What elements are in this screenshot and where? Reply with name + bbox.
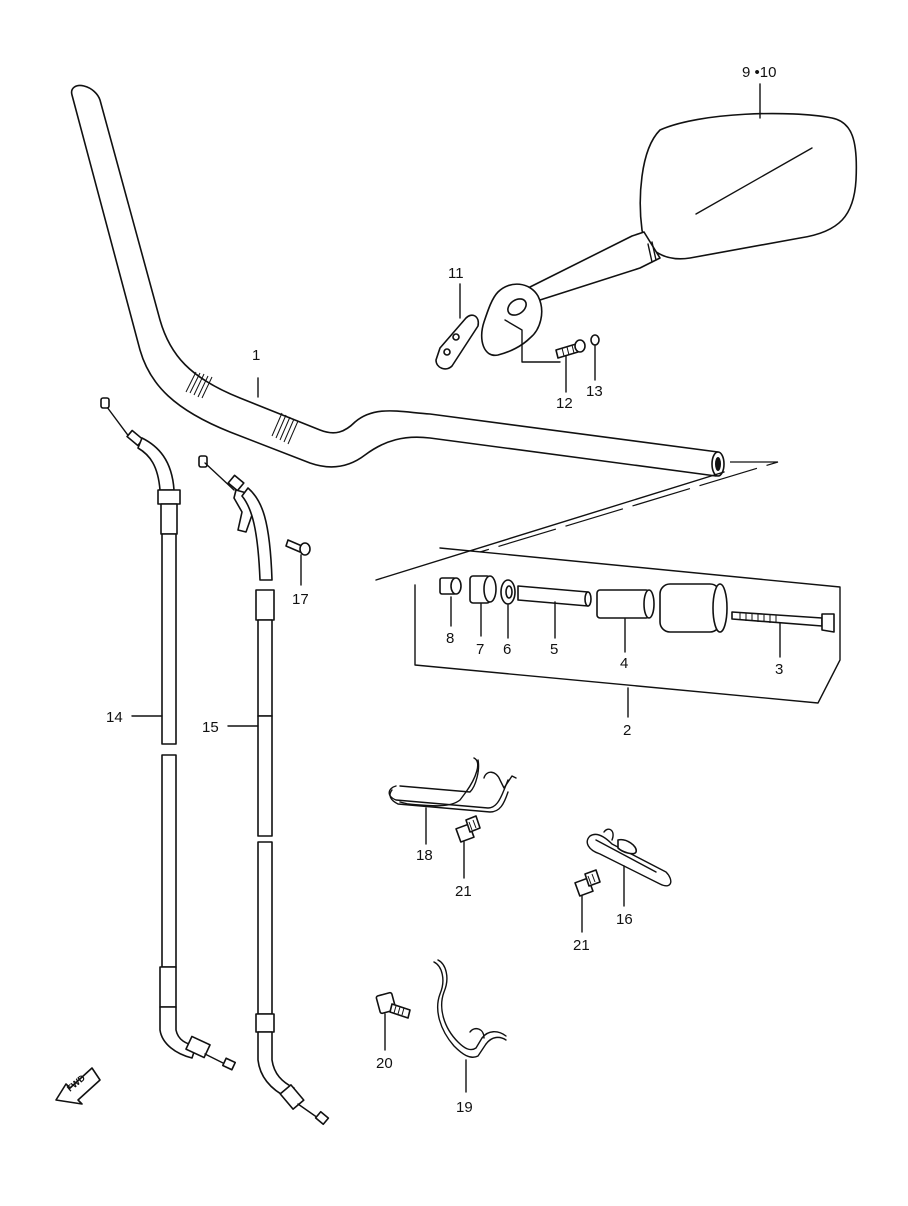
label-part-9-10: 9 •10 <box>742 64 776 81</box>
part-7-spacer <box>469 575 497 604</box>
handlebar-knurl-2 <box>271 412 299 445</box>
label-part-1: 1 <box>252 347 260 364</box>
part-20-bolt <box>375 991 411 1019</box>
part-11-bracket <box>435 314 480 370</box>
expansion-line-lower <box>375 471 725 581</box>
label-part-4: 4 <box>620 655 628 672</box>
label-part-8: 8 <box>446 630 454 647</box>
handlebar <box>70 84 725 477</box>
label-part-14: 14 <box>106 709 123 726</box>
part-12-screw <box>555 339 586 359</box>
forward-arrow-icon: FWD <box>55 1067 101 1105</box>
part-3-balancer <box>659 583 728 633</box>
label-part-15: 15 <box>202 719 219 736</box>
part-14-throttle-cable <box>100 397 237 1071</box>
part-13-washer <box>590 334 600 346</box>
label-part-11: 11 <box>448 265 464 282</box>
part-4-weight <box>596 589 655 619</box>
part-21-bolt-lower <box>574 869 601 897</box>
expansion-line-upper <box>479 461 779 553</box>
label-part-2: 2 <box>623 722 631 739</box>
label-part-7: 7 <box>476 641 484 658</box>
label-part-5: 5 <box>550 641 558 658</box>
part-3-screw <box>731 611 835 633</box>
part-8-nut <box>439 577 462 595</box>
part-17-screw <box>285 539 311 556</box>
part-21-bolt-upper <box>455 815 481 843</box>
balancer-assembly-box <box>414 547 841 704</box>
label-part-13: 13 <box>586 383 603 400</box>
label-part-20: 20 <box>376 1055 393 1072</box>
part-16-clamp <box>586 828 672 887</box>
part-5-sleeve <box>517 585 592 607</box>
label-part-21-lower: 21 <box>573 937 590 954</box>
mirror <box>480 112 858 363</box>
label-part-17: 17 <box>292 591 309 608</box>
part-15-throttle-cable <box>198 455 330 1126</box>
part-6-washer <box>500 579 516 605</box>
label-part-19: 19 <box>456 1099 473 1116</box>
label-part-6: 6 <box>503 641 511 658</box>
part-18-clamp <box>388 757 517 813</box>
label-part-12: 12 <box>556 395 573 412</box>
label-part-3: 3 <box>775 661 783 678</box>
label-part-18: 18 <box>416 847 433 864</box>
part-19-clip <box>433 959 507 1058</box>
label-part-21-upper: 21 <box>455 883 472 900</box>
handlebar-knurl-1 <box>185 371 213 399</box>
label-part-16: 16 <box>616 911 633 928</box>
